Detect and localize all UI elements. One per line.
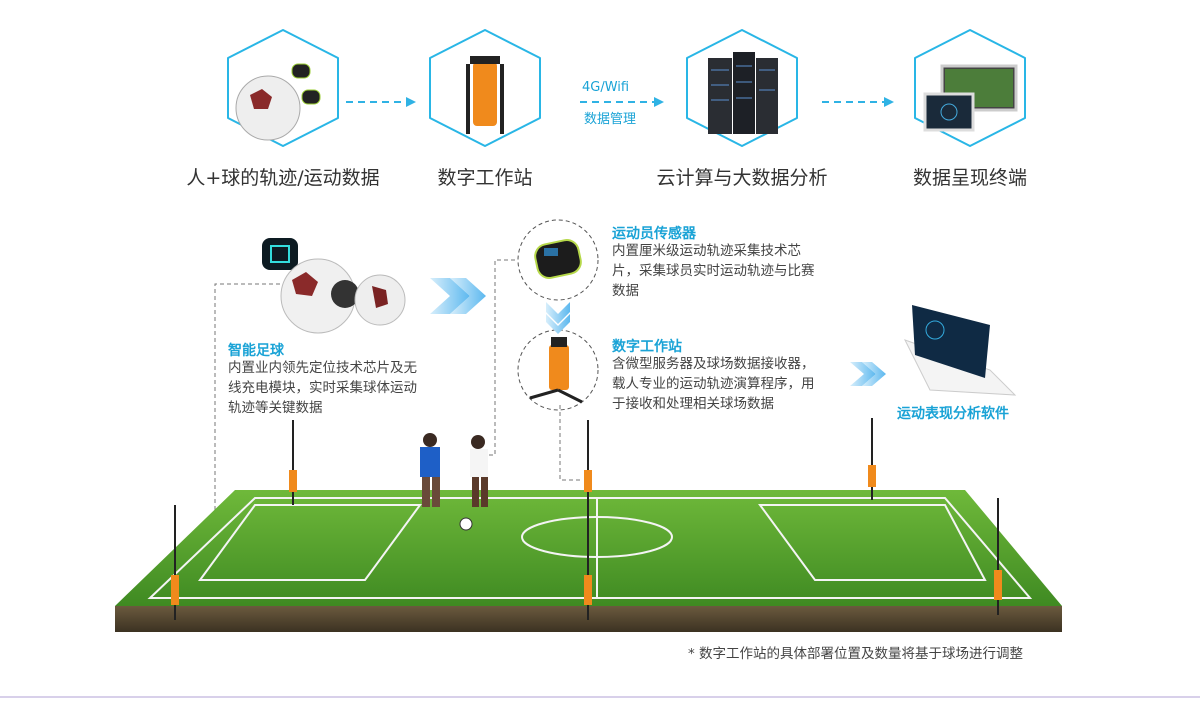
- workstation-poles: [171, 418, 1002, 620]
- chevron-arrows-right: [430, 278, 486, 314]
- link-label-data-management: 数据管理: [584, 112, 637, 127]
- workstation-title: 数字工作站: [612, 339, 682, 355]
- display-terminal-icon: [923, 64, 1018, 132]
- arrow-3: [822, 97, 894, 107]
- desc-line: 内置厘米级运动轨迹采集技术芯: [612, 243, 801, 259]
- chevron-arrows-down: [546, 302, 570, 334]
- bottom-divider: [0, 696, 1200, 698]
- software-title: 运动表现分析软件: [897, 406, 1009, 422]
- desc-line: 于接收和处理相关球场数据: [612, 396, 774, 412]
- player-sensor-title: 运动员传感器: [612, 226, 696, 242]
- stage-label-workstation: 数字工作站: [437, 167, 533, 189]
- sensor-circle: [517, 219, 599, 301]
- link-label-network: 4G/Wifi: [582, 80, 630, 95]
- desc-line: 轨迹等关键数据: [228, 400, 323, 416]
- workstation-circle: [517, 329, 599, 411]
- player-sensor-description: 内置厘米级运动轨迹采集技术芯 片，采集球员实时运动轨迹与比赛 数据: [612, 241, 815, 301]
- stage-label-terminal: 数据呈现终端: [912, 167, 1027, 189]
- workstation-description: 含微型服务器及球场数据接收器， 载人专业的运动轨迹演算程序，用 于接收和处理相关…: [612, 354, 815, 414]
- smart-ball-description: 内置业内领先定位技术芯片及无 线充电模块，实时采集球体运动 轨迹等关键数据: [228, 358, 417, 418]
- desc-line: 含微型服务器及球场数据接收器，: [612, 356, 815, 372]
- arrow-2: [580, 97, 664, 107]
- smart-ball-title: 智能足球: [228, 343, 284, 359]
- arrow-1: [346, 97, 416, 107]
- desc-line: 数据: [612, 283, 639, 299]
- stage-label-cloud: 云计算与大数据分析: [656, 167, 828, 189]
- player-sensor-icon: [534, 239, 582, 279]
- desc-line: 载人专业的运动轨迹演算程序，用: [612, 376, 815, 392]
- stage-label-data-source: 人+球的轨迹/运动数据: [186, 167, 380, 189]
- smart-ball-icon: [235, 63, 321, 141]
- smart-ball-image: [262, 238, 406, 334]
- desc-line: 内置业内领先定位技术芯片及无: [228, 360, 417, 376]
- footnote: * 数字工作站的具体部署位置及数量将基于球场进行调整: [688, 646, 1024, 662]
- players-image: [420, 433, 488, 531]
- desc-line: 线充电模块，实时采集球体运动: [228, 380, 417, 396]
- server-rack-icon: [708, 52, 778, 134]
- desc-line: 片，采集球员实时运动轨迹与比赛: [612, 263, 815, 279]
- workstation-device-icon: [529, 337, 583, 404]
- workstation-icon: [466, 56, 504, 134]
- chevron-arrows-software: [850, 362, 886, 386]
- analysis-software-tablet-image: [903, 305, 1017, 396]
